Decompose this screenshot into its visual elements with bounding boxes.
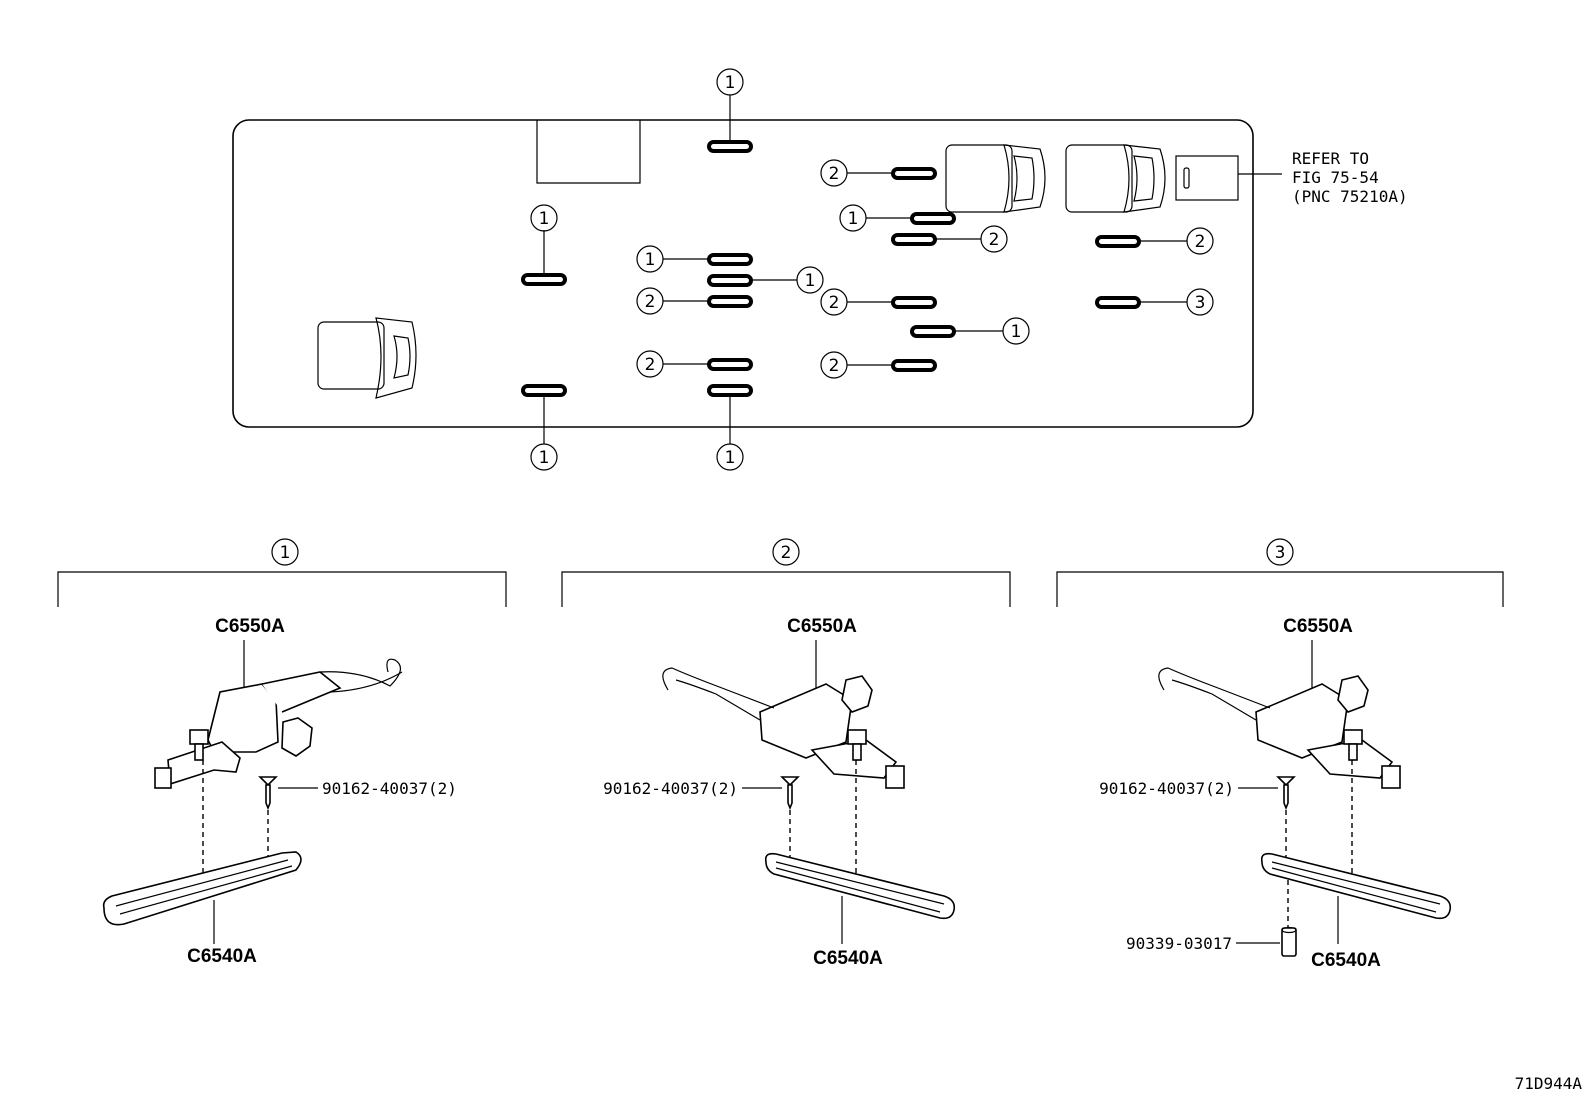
callout-2: 2 [820,159,848,187]
callout-2: 2 [820,351,848,379]
svg-text:2: 2 [829,293,840,313]
slot [707,274,753,287]
svg-text:2: 2 [829,164,840,184]
svg-text:1: 1 [1011,322,1022,342]
detail-group-3: 3 C6550A 90162-40037(2) C6540 [1056,538,1504,971]
floor-plan: 1 1 1 1 2 2 1 1 2 1 2 2 1 2 2 3 REFER TO… [232,68,1408,471]
screw [780,776,800,811]
slot [891,233,937,246]
hook-part-label: C6550A [215,616,285,637]
slot [521,384,567,397]
rail-part-label: C6540A [1311,950,1381,971]
tie-down-hook [662,667,905,789]
slot [910,212,956,225]
tie-down-hook [1158,667,1401,789]
detail-group-2: 2 C6550A 90162-40037(2) C6540A [561,538,1011,969]
floor-rail [102,851,302,926]
floor-slots [521,140,1141,397]
figure-id: 71D944A [1515,1074,1583,1093]
slot [707,295,753,308]
slot [891,359,937,372]
reference-box [1175,155,1282,201]
callout-1: 1 [1002,317,1030,345]
callout-1: 1 [716,68,744,96]
callout-3: 3 [1186,288,1214,316]
callout-2: 2 [980,225,1008,253]
callout-1: 1 [530,204,558,232]
svg-text:1: 1 [805,271,816,291]
floor-outline [232,119,1254,428]
seat-left [317,317,417,399]
svg-text:FIG 75-54: FIG 75-54 [1292,168,1379,187]
slot [1095,296,1141,309]
callout-2: 2 [820,288,848,316]
svg-text:2: 2 [1195,232,1206,252]
callout-1: 1 [839,204,867,232]
callout-2: 2 [636,287,664,315]
screw [1276,776,1296,811]
slot [910,325,956,338]
slot [707,358,753,371]
floor-rail [1260,852,1452,920]
tie-down-hook [154,658,403,789]
screw-part-label: 90162-40037(2) [603,779,738,798]
svg-text:1: 1 [539,209,550,229]
callout-1: 1 [796,266,824,294]
slot [891,296,937,309]
screw-part-label: 90162-40037(2) [1099,779,1234,798]
svg-text:2: 2 [645,292,656,312]
svg-text:1: 1 [645,250,656,270]
callout-2: 2 [1186,227,1214,255]
callout-2: 2 [636,350,664,378]
svg-text:1: 1 [539,448,550,468]
group-number: 1 [280,543,291,563]
slot [891,167,937,180]
rail-part-label: C6540A [813,948,883,969]
svg-text:2: 2 [989,230,1000,250]
callout-1: 1 [716,443,744,471]
group-number: 3 [1275,543,1286,563]
rail-part-label: C6540A [187,946,257,967]
callouts: 1 1 1 1 2 2 1 1 2 1 2 2 1 2 2 3 [530,68,1214,471]
svg-text:1: 1 [725,73,736,93]
floor-notch [536,120,641,184]
slot [707,253,753,266]
screw [258,776,278,811]
detail-group-1: 1 C6550A 90162-40037(2) C65 [57,538,507,967]
floor-rail [764,852,956,920]
reference-note: REFER TO FIG 75-54 (PNC 75210A) [1292,149,1408,206]
svg-text:1: 1 [848,209,859,229]
slot [521,273,567,286]
group-number: 2 [781,543,792,563]
hook-part-label: C6550A [1283,616,1353,637]
hook-part-label: C6550A [787,616,857,637]
svg-text:(PNC 75210A): (PNC 75210A) [1292,187,1408,206]
svg-text:2: 2 [645,355,656,375]
slot [707,384,753,397]
spacer-part-label: 90339-03017 [1126,934,1232,953]
slot [1095,235,1141,248]
callout-1: 1 [530,443,558,471]
svg-text:REFER TO: REFER TO [1292,149,1369,168]
spacer [1281,926,1297,957]
svg-text:2: 2 [829,356,840,376]
leader-lines [543,95,1187,444]
seat-middle [945,144,1046,213]
screw-part-label: 90162-40037(2) [322,779,457,798]
seat-right [1065,144,1166,213]
slot [707,140,753,153]
svg-text:1: 1 [725,448,736,468]
callout-1: 1 [636,245,664,273]
svg-text:3: 3 [1195,293,1206,313]
